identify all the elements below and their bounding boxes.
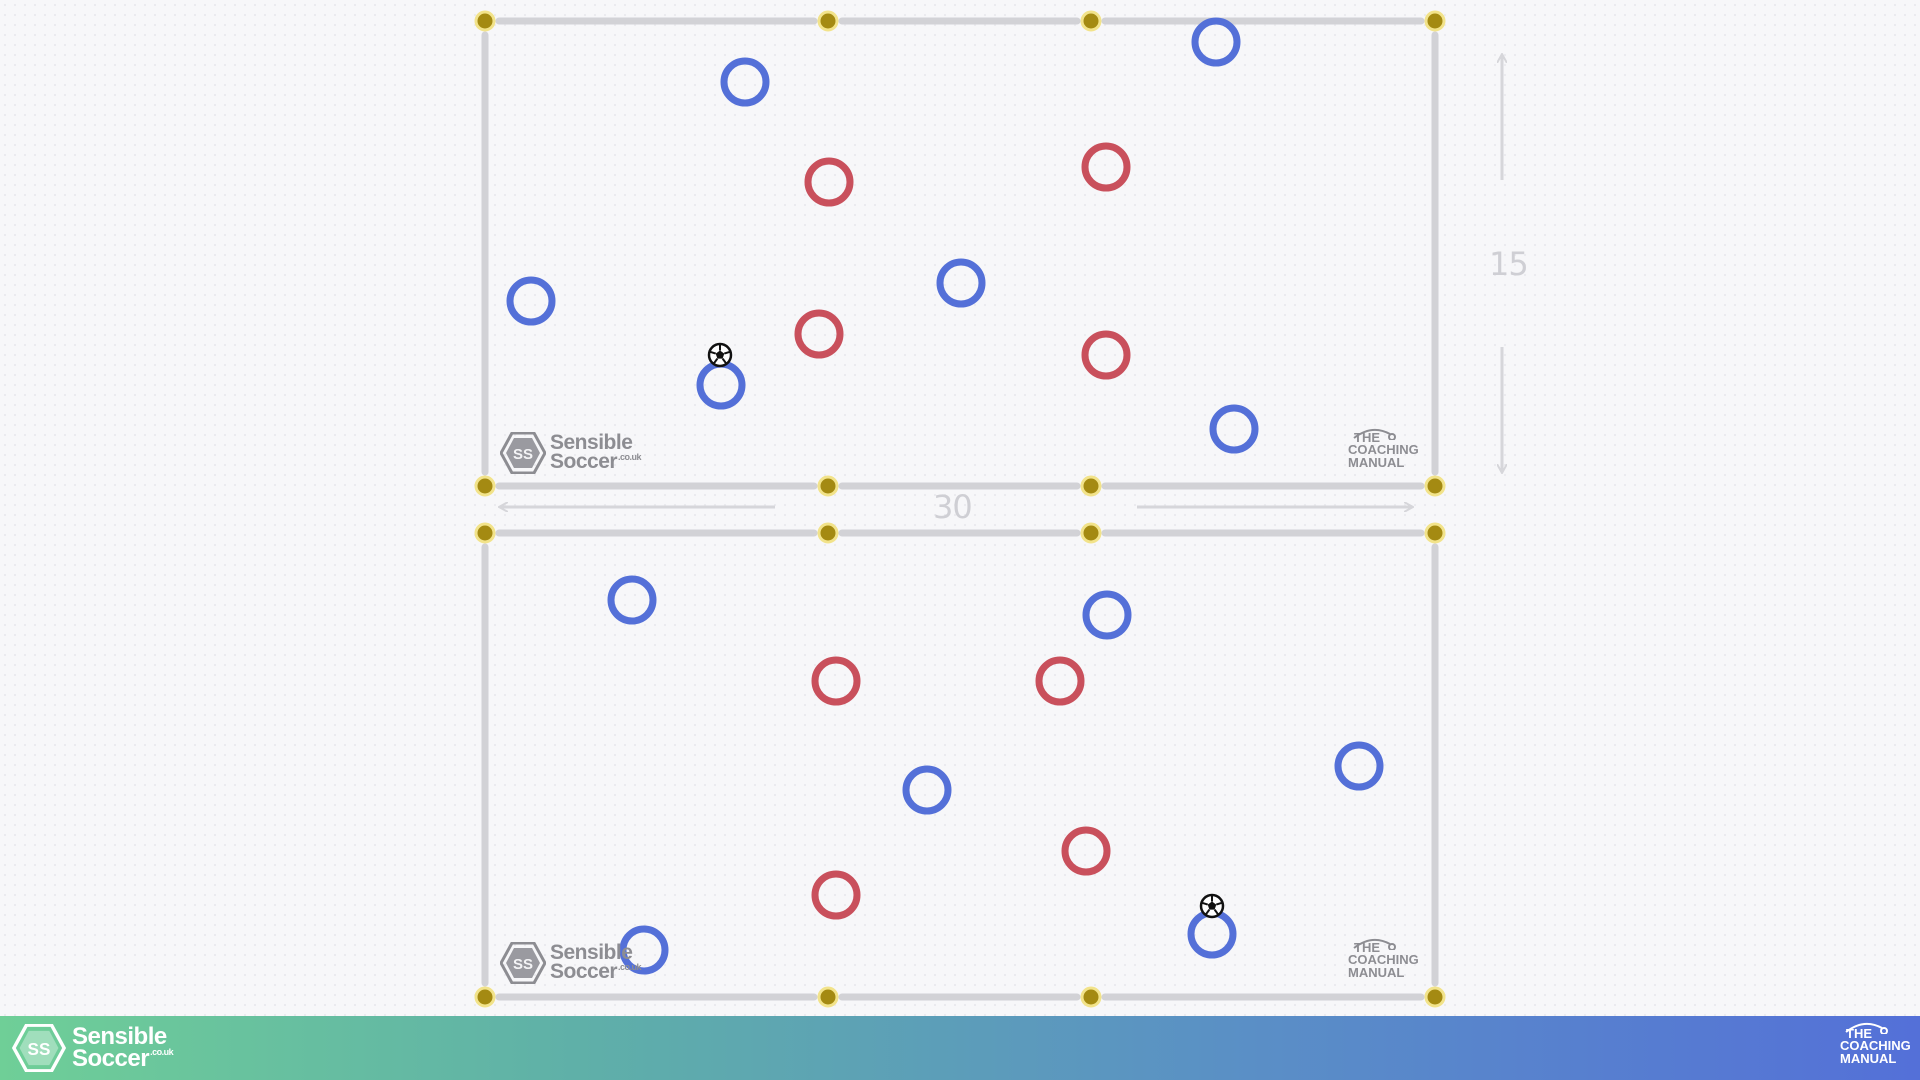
- ball-icon: [1199, 893, 1225, 919]
- ball-icon: [707, 342, 733, 368]
- footer-bar: SS Sensible Soccer.co.uk THE COACHING MA…: [0, 1016, 1920, 1080]
- cone-marker: [1424, 986, 1446, 1008]
- tcm-line3: MANUAL: [1348, 454, 1405, 470]
- red-player: [1081, 330, 1131, 380]
- red-player: [1035, 656, 1085, 706]
- cone-marker: [817, 986, 839, 1008]
- red-player: [804, 157, 854, 207]
- cone-marker: [474, 10, 496, 32]
- blue-player: [696, 360, 746, 410]
- ss-hexagon-logo-icon: SS: [500, 432, 546, 474]
- cone-marker: [817, 522, 839, 544]
- cone-marker: [1080, 986, 1102, 1008]
- blue-player: [607, 575, 657, 625]
- footer-tcm-line1: THE: [1846, 1026, 1872, 1041]
- svg-text:SS: SS: [513, 446, 533, 463]
- footer-ss-line2: Soccer: [72, 1045, 150, 1072]
- tcm-line2: COACHING: [1348, 442, 1419, 458]
- cone-marker: [1424, 475, 1446, 497]
- cone-marker: [1424, 10, 1446, 32]
- cone-marker: [474, 986, 496, 1008]
- cone-marker: [1080, 10, 1102, 32]
- dimension-arrows: [500, 55, 1502, 507]
- ss-hexagon-logo-icon: SS: [12, 1024, 66, 1072]
- blue-player: [1082, 590, 1132, 640]
- ss-suffix: .co.uk: [618, 452, 642, 462]
- svg-text:SS: SS: [513, 956, 533, 973]
- blue-player: [1334, 741, 1384, 791]
- blue-player: [506, 276, 556, 326]
- tcm-line3: MANUAL: [1348, 964, 1405, 980]
- cone-marker: [474, 475, 496, 497]
- width-dimension-label: 30: [933, 488, 973, 526]
- blue-player: [1209, 404, 1259, 454]
- red-player: [811, 870, 861, 920]
- blue-player: [902, 765, 952, 815]
- footer-ss-line1: Sensible: [72, 1023, 167, 1051]
- ss-line1: Sensible: [550, 941, 633, 965]
- red-player: [1061, 826, 1111, 876]
- ss-line1: Sensible: [550, 431, 633, 455]
- coaching-manual-watermark-bottom: THE COACHING MANUAL: [1348, 938, 1419, 980]
- tcm-line2: COACHING: [1348, 952, 1419, 968]
- ss-line2: Soccer: [550, 960, 618, 983]
- ss-hexagon-logo-icon: SS: [500, 942, 546, 984]
- red-player: [1081, 142, 1131, 192]
- sensible-soccer-watermark-top: SS Sensible Soccer.co.uk: [500, 431, 642, 474]
- blue-player: [1191, 17, 1241, 67]
- coaching-manual-watermark-top: THE COACHING MANUAL: [1348, 428, 1419, 470]
- height-dimension-label: 15: [1489, 245, 1529, 283]
- red-player: [811, 656, 861, 706]
- blue-player: [1187, 909, 1237, 959]
- footer-sensible-soccer-logo[interactable]: SS Sensible Soccer.co.uk: [12, 1023, 174, 1072]
- ss-suffix: .co.uk: [618, 962, 642, 972]
- blue-player: [720, 57, 770, 107]
- cone-marker: [1424, 522, 1446, 544]
- footer-coaching-manual-logo[interactable]: THE COACHING MANUAL: [1840, 1022, 1911, 1066]
- blue-player: [619, 925, 669, 975]
- footer-tcm-line2: COACHING: [1840, 1038, 1911, 1054]
- drill-diagram: [474, 10, 1920, 1008]
- cone-marker: [474, 522, 496, 544]
- sensible-soccer-watermark-bottom: SS Sensible Soccer.co.uk: [500, 941, 642, 984]
- red-player: [794, 309, 844, 359]
- cone-marker: [1080, 475, 1102, 497]
- ss-line2: Soccer: [550, 450, 618, 473]
- svg-text:SS: SS: [28, 1039, 51, 1059]
- blue-player: [936, 258, 986, 308]
- footer-tcm-line3: MANUAL: [1840, 1050, 1897, 1066]
- cone-marker: [817, 475, 839, 497]
- cone-marker: [1080, 522, 1102, 544]
- cone-marker: [817, 10, 839, 32]
- footer-ss-suffix: .co.uk: [150, 1047, 174, 1057]
